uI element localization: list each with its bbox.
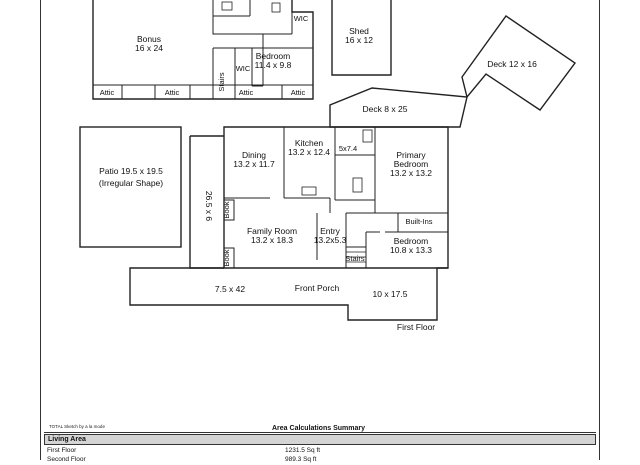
wic-label-bottom: WIC: [236, 64, 251, 73]
room-note-patio: (Irregular Shape): [99, 178, 163, 188]
bookshelf-top: [223, 199, 235, 221]
porch-left-dims: 7.5 x 42: [215, 284, 246, 294]
attic-label-4: Attic: [291, 88, 306, 97]
room-size-bonus: 16 x 24: [135, 43, 163, 53]
built-ins-label: Built-Ins: [405, 217, 432, 226]
upper-fixture-1: [221, 1, 233, 11]
room-name-bonus: Bonus: [137, 34, 161, 44]
wic-label-top: WIC: [294, 14, 309, 23]
attic-label-3: Attic: [239, 88, 254, 97]
patio-outline: [79, 126, 182, 248]
attic-label-1: Attic: [100, 88, 115, 97]
front-porch-label: Front Porch: [295, 283, 340, 293]
first-floor-label: First Floor: [397, 322, 435, 332]
room-name-bedroom-first: Bedroom: [394, 236, 429, 246]
room-name-primary-bedroom-2: Bedroom: [394, 159, 429, 169]
room-name-primary-bedroom-1: Primary: [396, 150, 426, 160]
room-size-shed: 16 x 12: [345, 35, 373, 45]
wing-dims-label: 26.5 x 6: [204, 191, 214, 222]
stairs-first-label: Stairs: [345, 254, 364, 263]
room-name-shed: Shed: [349, 26, 369, 36]
living-area-label: Living Area: [48, 436, 86, 443]
room-size-bedroom-first: 10.8 x 13.3: [390, 245, 432, 255]
upper-floor-outline: [92, 0, 314, 100]
upper-floor-walls: [93, 0, 313, 99]
deck-8-outline: [329, 87, 468, 128]
area-row-name: First Floor: [47, 447, 77, 454]
room-name-kitchen: Kitchen: [295, 138, 324, 148]
area-row-value: 1231.5 Sq ft: [285, 447, 321, 454]
book-label-top: Book: [222, 201, 231, 218]
bath-fixture-1: [362, 129, 373, 143]
drawing-frame: [40, 0, 600, 460]
attic-label-2: Attic: [165, 88, 180, 97]
room-size-primary-bedroom: 13.2 x 13.2: [390, 168, 432, 178]
room-size-bedroom-upper: 11.4 x 9.8: [255, 60, 292, 70]
shed-outline: [331, 0, 392, 76]
room-size-dining: 13.2 x 11.7: [233, 159, 275, 169]
room-name-deck-12: Deck 12 x 16: [487, 59, 537, 69]
room-size-family-room: 13.2 x 18.3: [251, 235, 293, 245]
closet-dims-label: 5x7.4: [339, 144, 357, 153]
bookshelf-bottom: [223, 247, 235, 269]
first-floor-walls: [224, 127, 448, 268]
room-name-entry: Entry: [320, 226, 341, 236]
stairs-first-floor: [346, 251, 366, 263]
room-name-dining: Dining: [242, 150, 266, 160]
bath-fixture-2: [352, 177, 363, 193]
kitchen-sink: [301, 186, 317, 196]
area-row-second-floor: Second Floor 989.3 Sq ft: [44, 456, 596, 465]
room-name-patio: Patio 19.5 x 19.5: [99, 166, 163, 176]
area-row-first-floor: First Floor 1231.5 Sq ft: [44, 447, 596, 456]
living-area-header: Living Area: [44, 434, 596, 445]
porch-right-dims: 10 x 17.5: [373, 289, 408, 299]
front-porch-outline: [129, 267, 448, 321]
room-name-family-room: Family Room: [247, 226, 297, 236]
software-credit: TOTAL Sketch by a la mode: [49, 424, 105, 429]
room-size-kitchen: 13.2 x 12.4: [288, 147, 330, 157]
upper-fixture-2: [271, 2, 281, 13]
room-name-deck-8: Deck 8 x 25: [363, 104, 408, 114]
book-label-bottom: Book: [222, 249, 231, 266]
room-name-bedroom-upper: Bedroom: [256, 51, 291, 61]
summary-divider: [44, 432, 596, 433]
stairs-upper-label: Stairs: [217, 72, 226, 91]
summary-title: Area Calculations Summary: [272, 425, 365, 432]
room-size-entry: 13.2x5.3: [314, 235, 347, 245]
